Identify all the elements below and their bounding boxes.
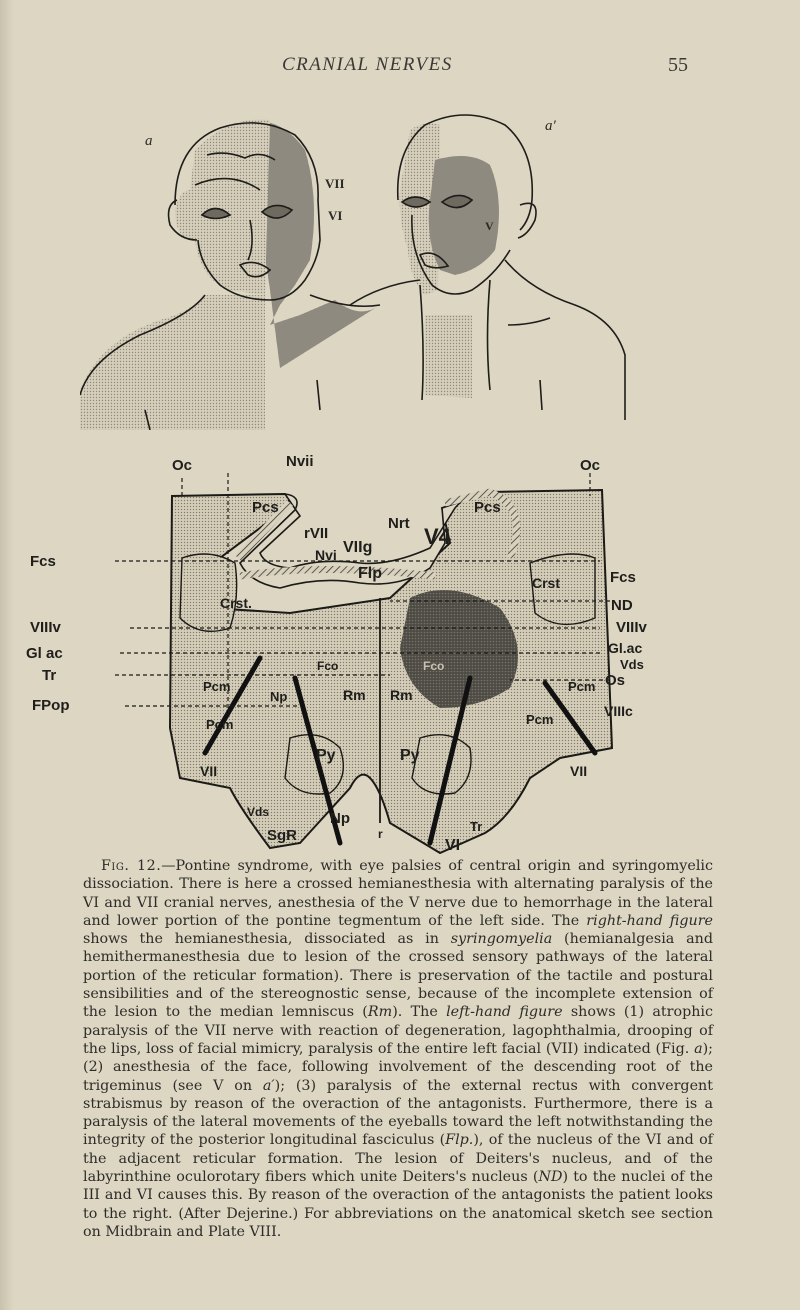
label-vii-left: VII — [200, 763, 218, 779]
label-pcm-right-lower: Pcm — [526, 712, 554, 727]
caption-emphasis-flp: Flp. — [445, 1132, 474, 1149]
caption-text-3: (hemianalgesia and hemithermanesthesia d… — [83, 931, 713, 1021]
label-flp: Flp — [358, 565, 382, 582]
label-r: r — [378, 827, 383, 841]
caption-text-2: shows the hemianesthesia, dissociated as… — [83, 931, 451, 948]
label-crst-right: Crst — [532, 575, 561, 591]
label-glac-right: Gl.ac — [608, 640, 643, 656]
pons-section-drawing — [115, 473, 614, 855]
label-nd: ND — [611, 597, 633, 614]
label-tr-bottom: Tr — [470, 819, 483, 834]
caption-text-9: ) to the nuclei of the III and VI causes… — [83, 1169, 713, 1240]
label-pcm-right-upper: Pcm — [568, 679, 596, 694]
vi-annotation: VI — [328, 208, 342, 223]
label-py-right: Py — [400, 747, 420, 764]
caption-text-6: ); (2) anesthesia of the face, following… — [83, 1040, 713, 1094]
label-rm-left: Rm — [343, 687, 366, 703]
label-pcs-right: Pcs — [474, 499, 501, 516]
caption-text-4: ). The — [392, 1004, 447, 1021]
label-crst-left: Crst. — [220, 595, 252, 611]
label-os: Os — [605, 672, 626, 689]
label-vii-right: VII — [570, 763, 588, 779]
label-pcs-left: Pcs — [252, 499, 279, 516]
caption-emphasis-left-hand-figure: left-hand figure — [446, 1004, 563, 1021]
caption-text-8: ), of the nucleus of the VI and of the a… — [83, 1132, 713, 1186]
running-title: CRANIAL NERVES — [282, 54, 453, 75]
label-fpop-left: FPop — [32, 697, 70, 714]
label-pcm-left-lower: Pcm — [206, 717, 234, 732]
label-oc-right: Oc — [580, 457, 601, 474]
label-vi-bottom: VI — [445, 837, 461, 854]
label-nvi: Nvi — [315, 547, 337, 563]
label-vds-bottom: Vds — [247, 805, 270, 819]
caption-paragraph: Fig. 12.—Pontine syndrome, with eye pals… — [83, 857, 713, 1241]
label-nvii: Nvii — [286, 453, 314, 470]
label-nrt: Nrt — [388, 515, 410, 532]
label-viiic: VIIIc — [604, 703, 633, 719]
figure-number: Fig. 12. — [101, 858, 162, 874]
label-viig: VIIg — [343, 539, 373, 556]
label-sgr: SgR — [267, 827, 297, 844]
label-tr-left: Tr — [42, 667, 57, 684]
label-oc-left: Oc — [172, 457, 193, 474]
label-np-bottom: Np — [330, 810, 350, 827]
caption-emphasis-rm: Rm — [367, 1004, 393, 1021]
vii-annotation: VII — [325, 176, 345, 191]
caption-emphasis-nd: ND — [538, 1169, 563, 1186]
page-number: 55 — [668, 54, 688, 76]
figure-caption: Fig. 12.—Pontine syndrome, with eye pals… — [83, 857, 713, 1241]
label-fco-right: Fco — [423, 659, 445, 673]
label-rvii: rVII — [304, 525, 329, 542]
label-fcs-left: Fcs — [30, 553, 56, 570]
caption-emphasis-syringomyelia: syringomyelia — [450, 931, 553, 948]
label-rm-right: Rm — [390, 687, 413, 703]
figure-faces-illustration: a VII VI a′ V — [79, 90, 720, 431]
label-viiiv-right: VIIIv — [616, 619, 647, 636]
caption-text-5: shows (1) atrophic paralysis of the VII … — [83, 1004, 714, 1057]
label-v4: V4 — [424, 524, 451, 549]
running-head: CRANIAL NERVES 55 — [0, 54, 800, 84]
caption-text-1: —Pontine syndrome, with eye palsies of c… — [83, 858, 713, 929]
label-pcm-left-upper: Pcm — [203, 679, 231, 694]
label-py-left: Py — [316, 747, 336, 764]
label-vds-right: Vds — [620, 657, 644, 672]
faces-drawing: a VII VI a′ V — [79, 114, 626, 431]
figure-pons-section: Oc Nvii Oc Pcs Pcs rVII Nvi VIIg Flp Nrt… — [26, 448, 730, 858]
face-a-label: a — [145, 133, 153, 149]
label-fcs-right: Fcs — [610, 569, 636, 586]
label-np-inner: Np — [270, 689, 288, 704]
label-viiiv-left: VIIIv — [30, 619, 61, 636]
caption-emphasis-right-hand-figure: right-hand figure — [586, 912, 714, 929]
caption-text-7: ); (3) paralysis of the external rectus … — [83, 1077, 713, 1149]
face-a-prime-label: a′ — [545, 118, 557, 134]
caption-emphasis-a: a — [694, 1040, 703, 1057]
label-fco-left: Fco — [317, 659, 339, 673]
label-glac-left: Gl ac — [26, 645, 63, 662]
page-edge-shadow — [0, 0, 14, 1310]
caption-emphasis-a-prime: a′ — [262, 1077, 275, 1094]
v-annotation: V — [485, 219, 494, 233]
